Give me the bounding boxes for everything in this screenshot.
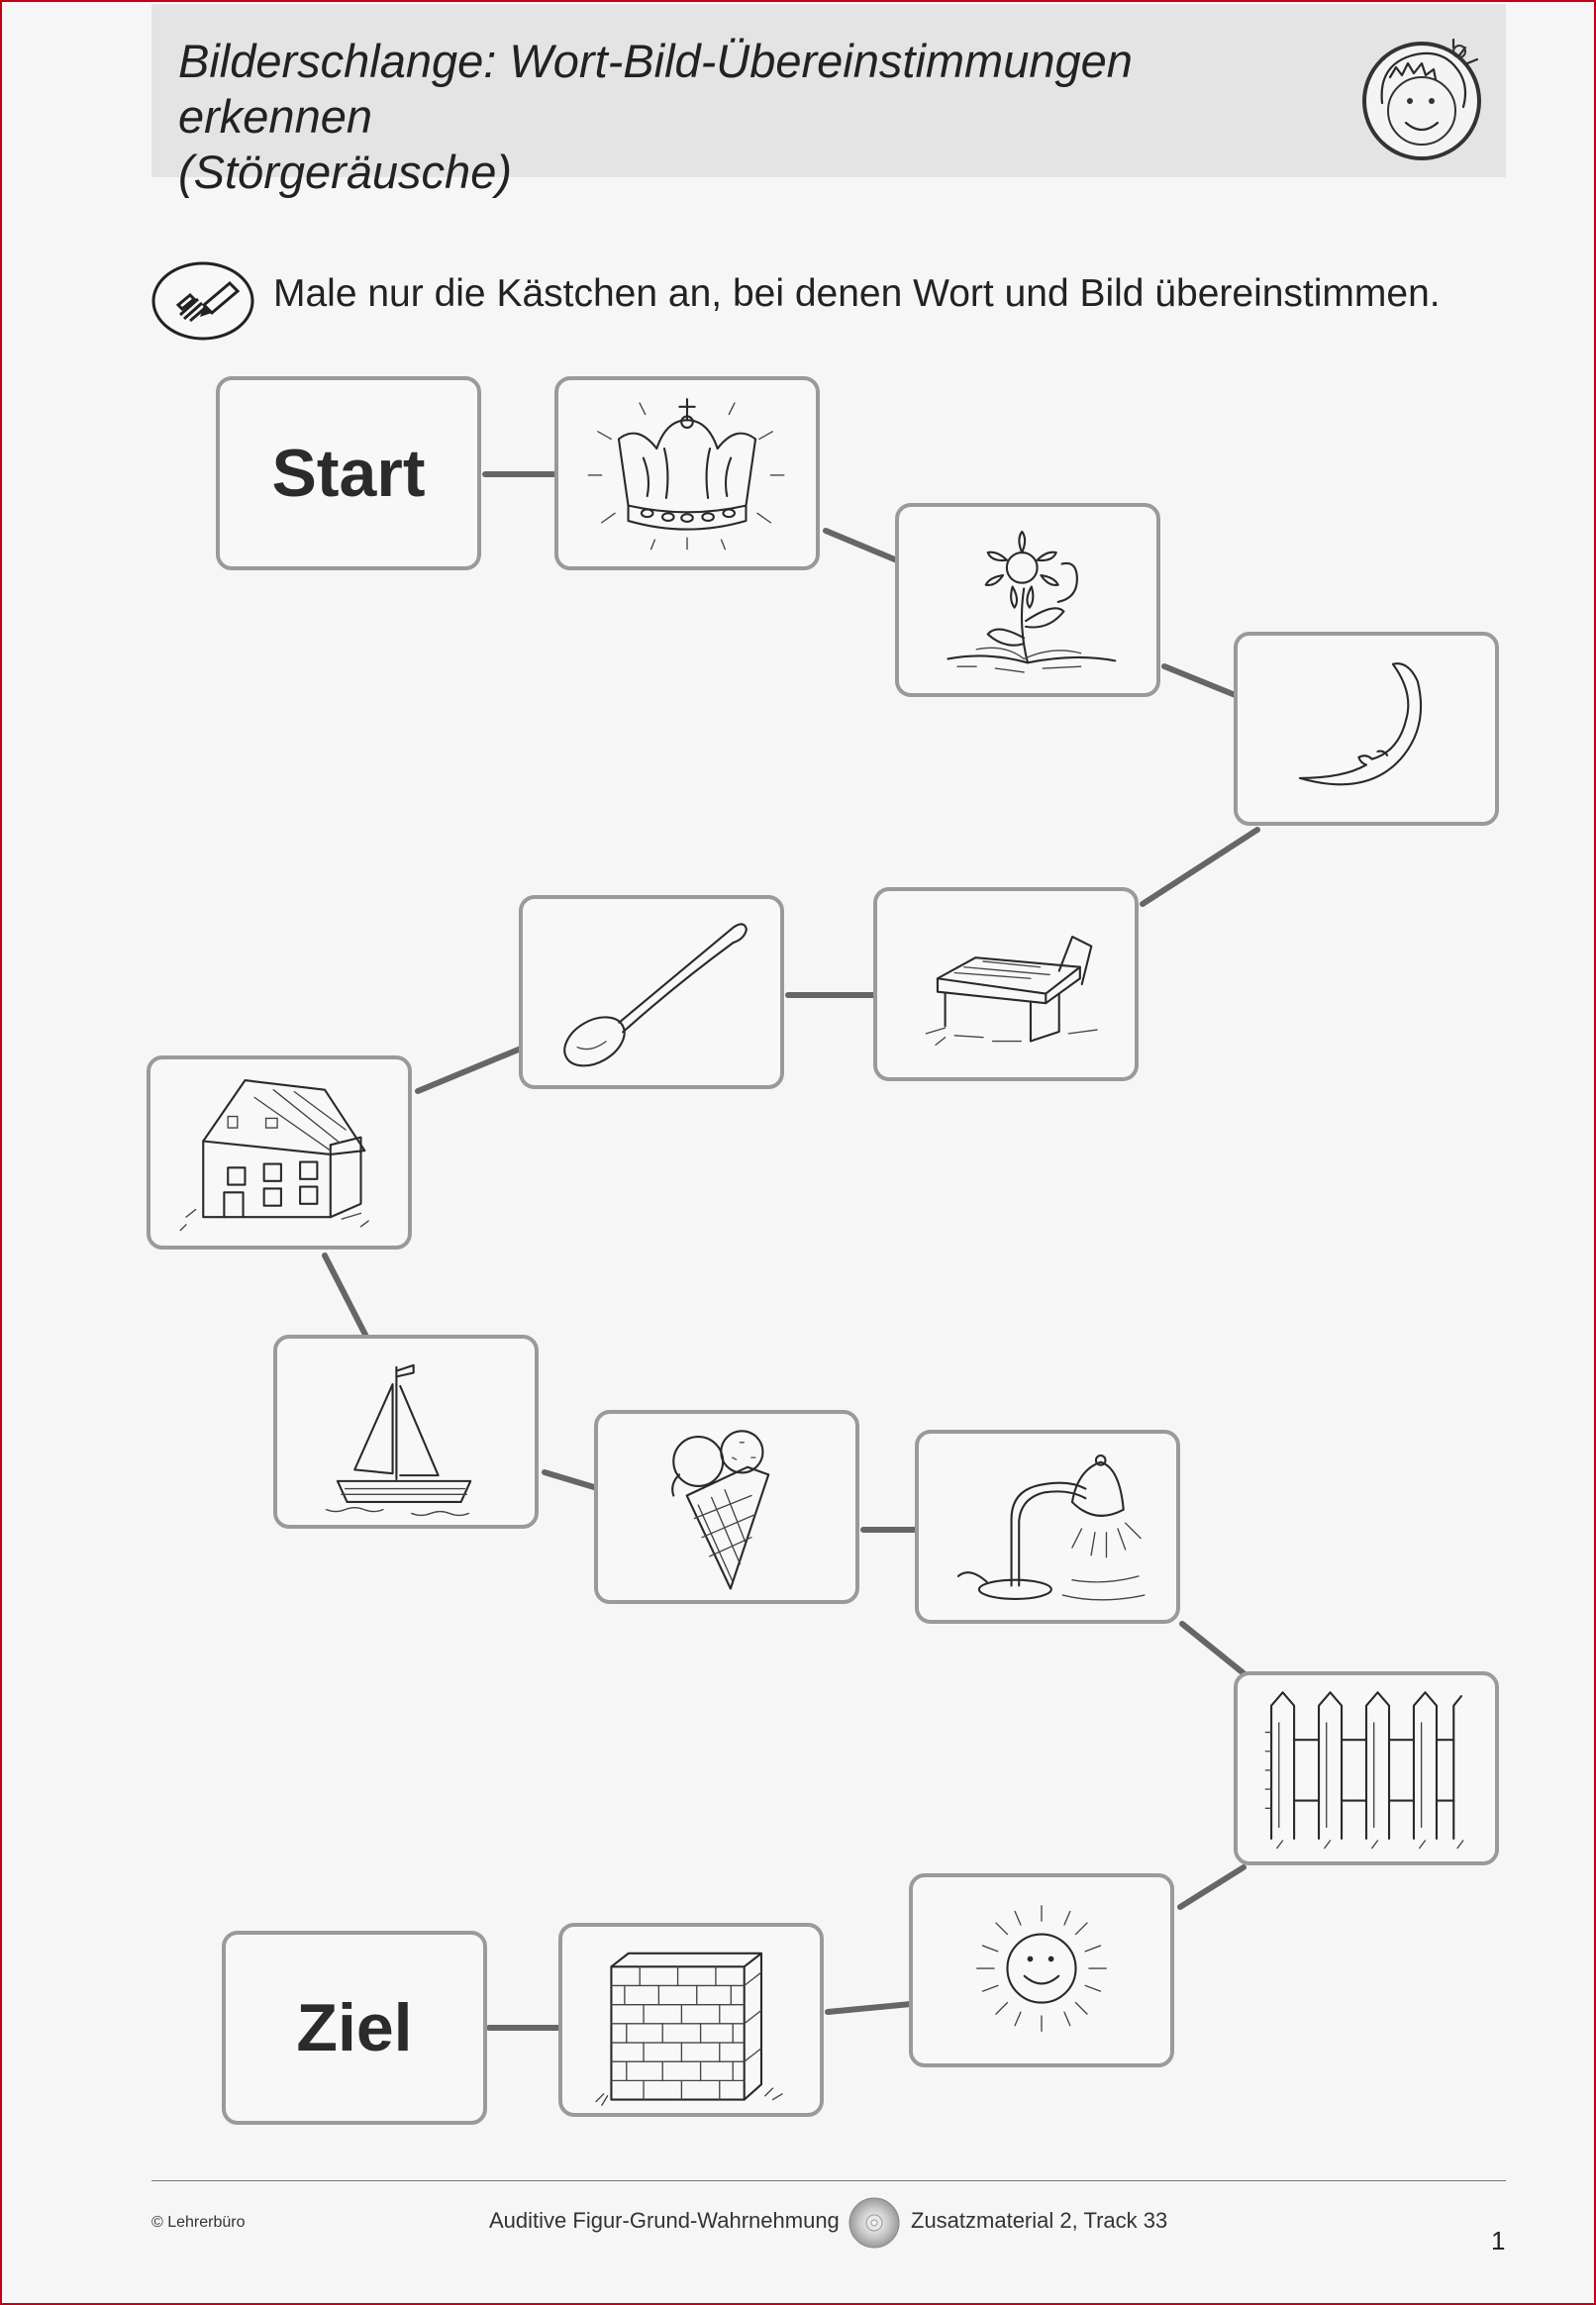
picture-box-ice-cream[interactable] bbox=[594, 1410, 859, 1604]
instruction-text: Male nur die Kästchen an, bei denen Wort… bbox=[273, 272, 1441, 315]
sailboat-icon bbox=[325, 1363, 472, 1517]
house-icon bbox=[179, 1079, 369, 1232]
fence-icon bbox=[1264, 1691, 1464, 1850]
ice-cream-icon bbox=[671, 1430, 770, 1590]
picture-box-flower[interactable] bbox=[895, 503, 1160, 697]
mascot-icon bbox=[1362, 38, 1481, 160]
start-label: Start bbox=[271, 436, 426, 511]
picture-box-crown[interactable] bbox=[554, 376, 820, 570]
sun-icon bbox=[976, 1905, 1107, 2033]
picture-box-house[interactable] bbox=[147, 1055, 412, 1250]
wall-icon bbox=[595, 1952, 783, 2106]
page-title: Bilderschlange: Wort-Bild-Übereinstimmun… bbox=[178, 34, 1327, 200]
lamp-icon bbox=[956, 1454, 1146, 1601]
page-number: 1 bbox=[1491, 2226, 1506, 2255]
footer-divider bbox=[151, 2180, 1506, 2181]
moon-icon bbox=[1298, 662, 1423, 786]
picture-box-fence[interactable] bbox=[1234, 1671, 1499, 1865]
copyright-text: © Lehrerbüro bbox=[151, 2214, 246, 2231]
picture-box-wall[interactable] bbox=[558, 1923, 824, 2117]
picture-box-lamp[interactable] bbox=[915, 1430, 1180, 1624]
pencil-instruction-icon bbox=[151, 261, 254, 341]
bench-icon bbox=[925, 935, 1098, 1047]
footer-series-title: Auditive Figur-Grund-Wahrnehmung bbox=[489, 2208, 840, 2233]
picture-box-spoon[interactable] bbox=[519, 895, 784, 1089]
footer-track-info: Zusatzmaterial 2, Track 33 bbox=[911, 2208, 1168, 2233]
picture-box-bench[interactable] bbox=[873, 887, 1139, 1081]
picture-box-moon[interactable] bbox=[1234, 632, 1499, 826]
goal-label: Ziel bbox=[296, 1990, 413, 2065]
start-box: Start bbox=[216, 376, 481, 570]
title-line-1: Bilderschlange: Wort-Bild-Übereinstimmun… bbox=[178, 35, 1133, 143]
goal-box: Ziel bbox=[222, 1931, 487, 2125]
picture-box-sun[interactable] bbox=[909, 1873, 1174, 2067]
title-line-2: (Störgeräusche) bbox=[178, 146, 512, 198]
crown-icon bbox=[587, 398, 785, 551]
spoon-icon bbox=[563, 923, 748, 1067]
cd-icon bbox=[848, 2197, 900, 2249]
flower-icon bbox=[947, 530, 1117, 673]
header-bar bbox=[151, 4, 1506, 177]
picture-box-sailboat[interactable] bbox=[273, 1335, 539, 1529]
